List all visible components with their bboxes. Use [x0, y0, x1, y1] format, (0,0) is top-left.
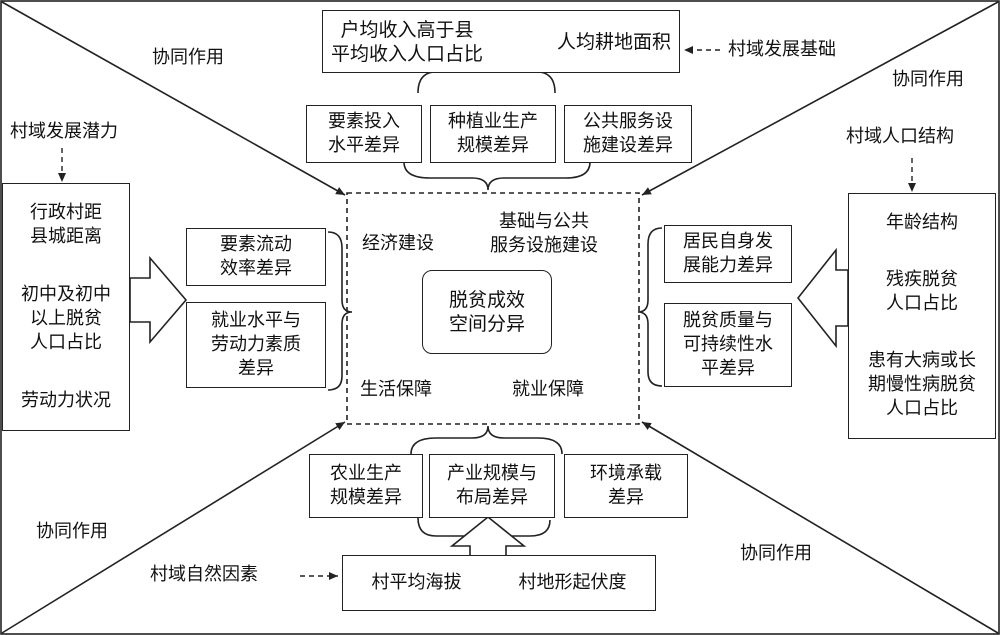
- hollow-arrow-bottom: [449, 515, 527, 557]
- top-outer-right-text: 人均耕地面积: [556, 30, 671, 53]
- bottom-box-environment: 环境承载 差异: [564, 454, 688, 518]
- right-outer-disability: 残疾脱贫 人口占比: [886, 268, 958, 314]
- diagonal-top-left: [1, 1, 346, 196]
- right-box-self-development: 居民自身发 展能力差异: [664, 225, 792, 283]
- brace-right: [637, 227, 663, 387]
- synergy-top-left: 协同作用: [152, 47, 224, 68]
- left-outer-labor: 劳动力状况: [21, 390, 111, 411]
- right-outer-box: 年龄结构 残疾脱贫 人口占比 患有大病或长 期慢性病脱贫 人口占比: [848, 193, 996, 439]
- diagonal-top-right: [641, 1, 999, 196]
- right-outer-illness: 患有大病或长 期慢性病脱贫 人口占比: [868, 350, 976, 420]
- center-econ: 经济建设: [362, 233, 434, 254]
- brace-left-box1: [327, 231, 353, 391]
- top-box-factor-input: 要素投入 水平差异: [306, 105, 422, 163]
- diagonal-bottom-left: [1, 421, 346, 634]
- center-life: 生活保障: [360, 379, 432, 400]
- right-outer-age: 年龄结构: [886, 211, 958, 233]
- left-box-factor-flow: 要素流动 效率差异: [186, 228, 326, 286]
- top-outer-box: 户均收入高于县 平均收入人口占比 人均耕地面积: [322, 10, 680, 73]
- top-outer-left-text: 户均收入高于县 平均收入人口占比: [331, 18, 484, 65]
- synergy-bottom-left: 协同作用: [36, 521, 108, 542]
- brace-top-lower: [403, 161, 591, 191]
- bottom-box-industry-layout: 产业规模与 布局差异: [429, 454, 555, 518]
- center-infra: 基础与公共 服务设施建设: [490, 211, 598, 256]
- hollow-arrow-right: [796, 247, 849, 349]
- synergy-top-right: 协同作用: [892, 69, 964, 90]
- label-village-population-structure: 村域人口结构: [846, 126, 954, 147]
- bottom-outer-altitude: 村平均海拔: [371, 572, 462, 593]
- center-employ: 就业保障: [512, 379, 584, 400]
- bottom-box-agri-scale: 农业生产 规模差异: [309, 454, 423, 518]
- label-village-development-base: 村域发展基础: [728, 39, 836, 60]
- synergy-bottom-right: 协同作用: [740, 543, 812, 564]
- hollow-arrow-left: [129, 255, 188, 345]
- bottom-outer-relief: 村地形起伏度: [518, 572, 627, 593]
- top-box-planting-scale: 种植业生产 规模差异: [430, 105, 556, 163]
- label-village-development-potential: 村域发展潜力: [10, 121, 118, 142]
- left-outer-box: 行政村距 县城距离 初中及初中 以上脱贫 人口占比 劳动力状况: [2, 183, 130, 431]
- label-village-natural-factors: 村域自然因素: [150, 564, 258, 585]
- left-box-employment: 就业水平与 劳动力素质 差异: [186, 302, 326, 388]
- left-outer-distance: 行政村距 县城距离: [30, 202, 102, 247]
- bottom-outer-box: 村平均海拔 村地形起伏度: [342, 555, 656, 611]
- top-box-public-service: 公共服务设 施建设差异: [564, 105, 692, 163]
- center-core-box: 脱贫成效 空间分异: [422, 270, 552, 354]
- right-box-quality-sustainability: 脱贫质量与 可持续性水 平差异: [664, 303, 792, 387]
- brace-bottom-upper: [410, 425, 563, 455]
- left-outer-education: 初中及初中 以上脱贫 人口占比: [21, 284, 111, 353]
- diagonal-bottom-right: [641, 421, 999, 634]
